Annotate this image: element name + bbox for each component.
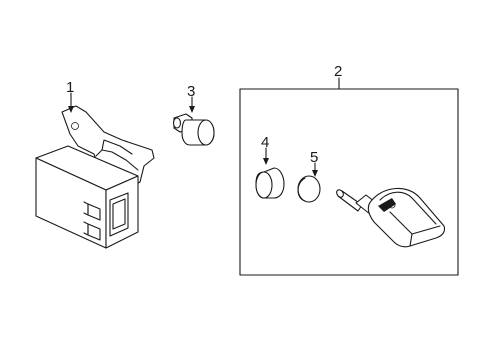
part-5-washer[interactable] (297, 175, 321, 203)
callout-3: 3 (187, 83, 195, 100)
part-1-module[interactable] (35, 105, 155, 249)
callout-2: 2 (334, 63, 342, 80)
module-bracket (61, 105, 155, 191)
part-3-spacer[interactable] (172, 113, 215, 146)
callout-1: 1 (66, 79, 74, 96)
tpms-sensor[interactable] (335, 187, 446, 248)
callout-5: 5 (310, 149, 318, 166)
part-4-grommet[interactable] (255, 167, 285, 199)
callout-4: 4 (261, 134, 269, 151)
leader-lines (68, 77, 340, 177)
bracket-hole (71, 122, 79, 130)
